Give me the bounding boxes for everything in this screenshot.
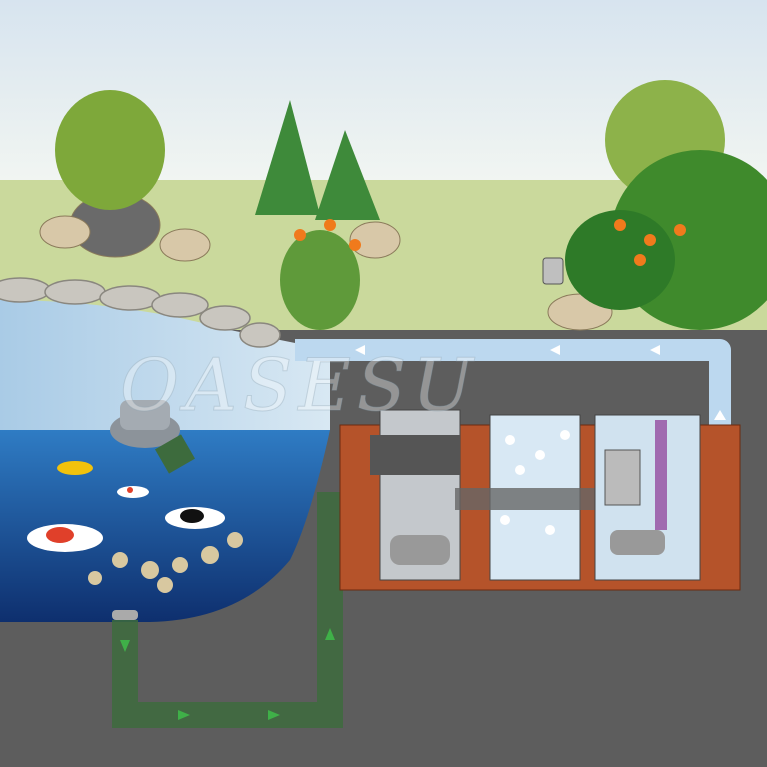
flow-arrow-green	[120, 500, 362, 720]
pump	[110, 400, 195, 474]
pond-surface	[0, 300, 330, 430]
garden-light	[542, 257, 564, 285]
pond-stone-border	[0, 277, 281, 348]
koi-fish	[27, 461, 225, 552]
filter-chamber-mechanical	[370, 409, 461, 581]
filter-chamber-uv	[594, 414, 701, 581]
flow-arrow-white	[355, 345, 726, 420]
plants	[55, 80, 767, 330]
pond-water	[0, 430, 330, 622]
watermark: OASESU	[120, 343, 479, 427]
filter-chamber-biological	[455, 414, 605, 581]
bottom-drain	[112, 610, 138, 620]
pond-pebbles	[88, 532, 243, 593]
